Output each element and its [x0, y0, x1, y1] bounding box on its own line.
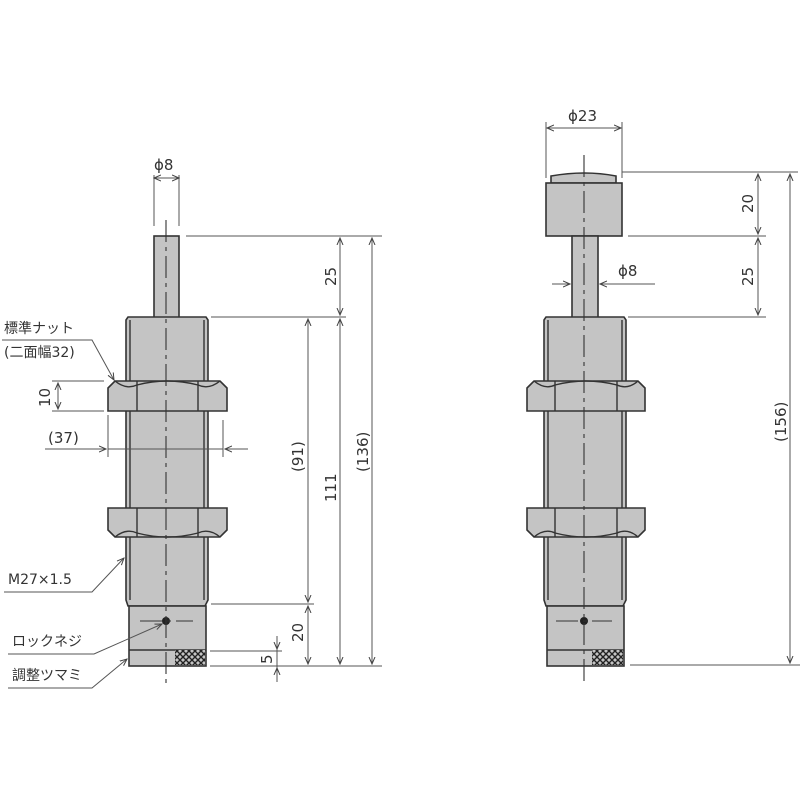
dim-overall: (156): [772, 402, 790, 442]
dim-rod-diameter: ϕ8: [618, 262, 637, 280]
dim-stroke: 25: [322, 267, 340, 286]
knurl-pattern: [592, 650, 623, 665]
dim-knob-length: 20: [289, 623, 307, 642]
dim-body-length: (91): [289, 441, 307, 472]
dim-stroke: 25: [739, 267, 757, 286]
cap-top: [550, 172, 617, 184]
label-standard-nut: 標準ナット: [4, 321, 74, 337]
dim-overall: (136): [354, 432, 372, 472]
dim-cap-height: 20: [739, 194, 757, 213]
dim-rod-diameter: ϕ8: [154, 156, 173, 174]
right-view: ϕ23 ϕ8 20 25 (156): [526, 107, 800, 683]
cylinder-body: [543, 316, 627, 607]
dim-nut-width: (37): [48, 429, 79, 447]
dim-cap-diameter: ϕ23: [568, 107, 597, 125]
dim-knurl-length: 5: [258, 654, 276, 664]
standard-nut-upper: [526, 380, 646, 412]
standard-nut-upper: [107, 380, 228, 412]
dim-nut-thickness: 10: [36, 388, 54, 407]
label-thread: M27×1.5: [8, 572, 72, 588]
cylinder-body: [125, 316, 209, 607]
label-lock-screw: ロックネジ: [12, 634, 82, 650]
dim-total-body: 111: [322, 473, 340, 502]
left-view: ϕ8 25 (91) 111 (136) 20 5: [2, 156, 382, 689]
label-across-flats: (二面幅32): [4, 345, 75, 361]
label-adjust-knob: 調整ツマミ: [12, 668, 82, 684]
knurl-pattern: [175, 650, 205, 665]
standard-nut-lower: [526, 507, 646, 538]
piston-rod: [571, 235, 599, 319]
standard-nut-lower: [107, 507, 228, 538]
